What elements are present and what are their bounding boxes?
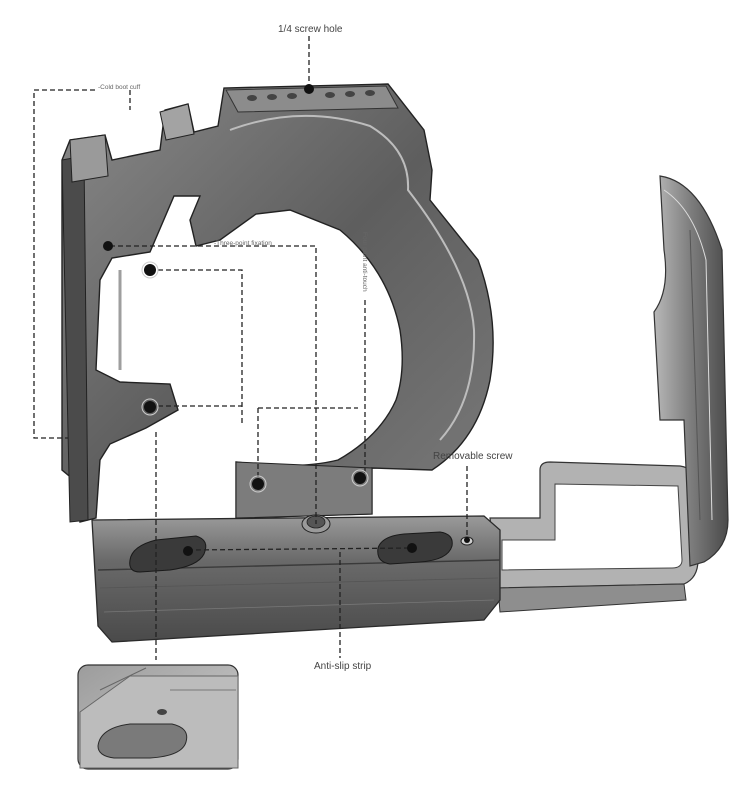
cage-frame [61, 83, 494, 523]
label-anti-slip-strip: Anti-slip strip [314, 661, 372, 672]
anti-slip-detail-inset [77, 664, 239, 770]
label-four-point-anti-touch: Four point anti-touch [361, 232, 368, 292]
label-screw-hole: 1/4 screw hole [278, 24, 343, 35]
side-grip-plate [653, 175, 729, 567]
label-three-point-fixation: -Three-point fixation [214, 240, 272, 247]
leader-lines [33, 36, 468, 660]
label-removable-screw: Removable screw [433, 451, 513, 462]
label-cold-boot-cuff: -Cold boot cuff [98, 84, 141, 91]
callout-dots [103, 84, 470, 556]
l-plate-arm [489, 461, 699, 613]
